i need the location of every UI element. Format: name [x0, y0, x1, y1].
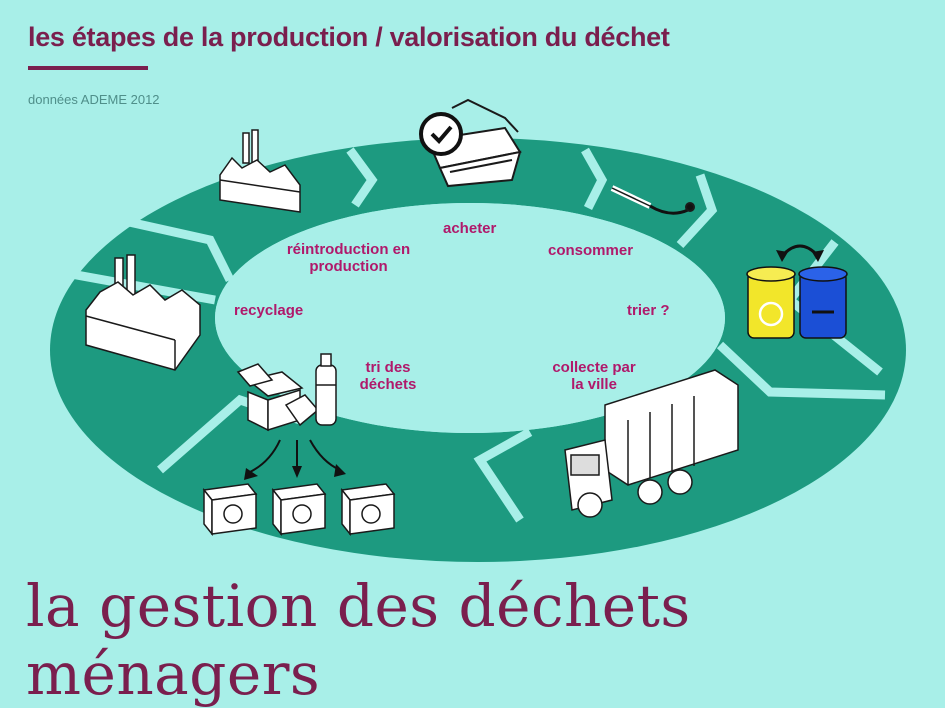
recycling-box-1	[202, 483, 258, 537]
factory-large-icon	[85, 254, 201, 371]
label-trier: trier ?	[627, 302, 670, 319]
recycling-bins-icon	[746, 244, 848, 339]
used-item-icon	[610, 185, 695, 215]
recycling-box-3	[340, 483, 396, 537]
garbage-truck-icon	[564, 369, 739, 518]
waste-cycle-diagram	[50, 98, 906, 562]
recycling-box-2	[271, 483, 327, 537]
title-underline	[28, 66, 148, 70]
label-recyclage: recyclage	[234, 302, 304, 319]
label-tri-dechets: tri des déchets	[359, 359, 417, 393]
label-consommer: consommer	[548, 242, 634, 259]
recycling-boxes	[202, 483, 396, 537]
page-title: les étapes de la production / valorisati…	[28, 22, 670, 52]
factory-small-icon	[219, 129, 301, 213]
label-acheter: acheter	[443, 220, 497, 237]
sorting-box-icon	[236, 353, 337, 432]
main-heading: la gestion des déchets ménagers	[26, 572, 691, 708]
label-collecte: collecte par la ville	[552, 359, 636, 393]
label-reintroduction: réintroduction en production	[286, 241, 411, 275]
data-source: données ADEME 2012	[28, 92, 160, 107]
basket-icon	[419, 98, 522, 188]
